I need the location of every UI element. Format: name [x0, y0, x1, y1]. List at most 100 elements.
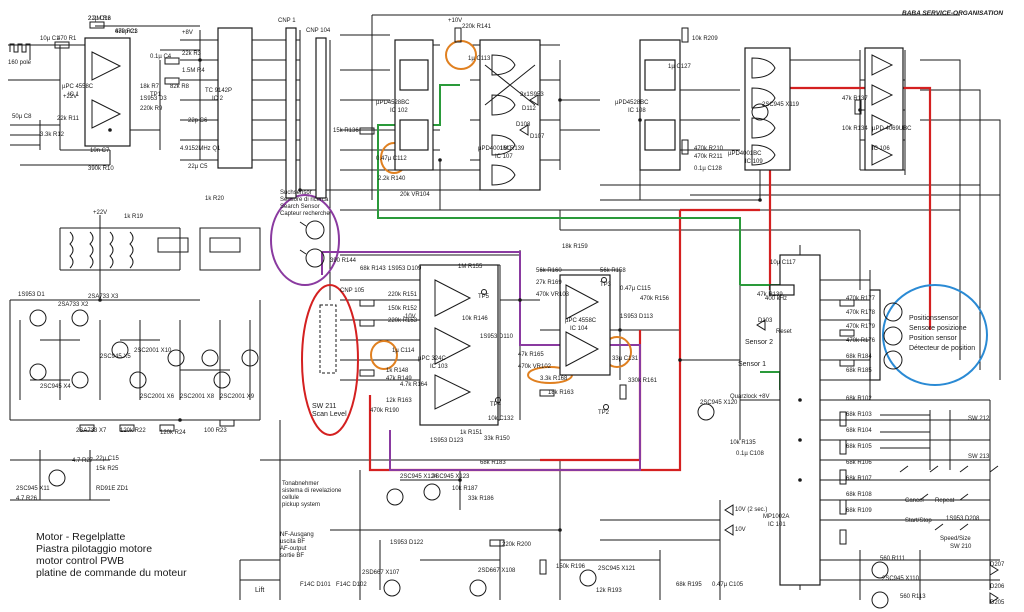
component-label: 0.1µ C128 [694, 166, 722, 172]
board-title-it: Piastra pilotaggio motore [36, 543, 152, 555]
component-label: 22µ C15 [96, 456, 119, 462]
tp5-label: TP5 [478, 294, 490, 300]
component-label: 56k R158 [600, 268, 626, 274]
component-label: 22µ C5 [188, 164, 208, 170]
transistor-symbols [29, 103, 889, 609]
pulse-generator-icon [9, 43, 31, 53]
component-label: 2.2M R2 [88, 16, 111, 22]
component-label: 1µ C127 [668, 64, 691, 70]
component-label: 2SC2001 X8 [180, 394, 215, 400]
sw210-label: SW 210 [950, 544, 972, 550]
component-label: 47k R165 [518, 352, 544, 358]
position-sensor-it: Sensore posizione [909, 325, 967, 332]
component-label: 2SC2001 X9 [220, 394, 255, 400]
ic1-type: µPC 4558C [62, 84, 94, 90]
component-label: 68k R195 [676, 582, 702, 588]
sw212-label: SW 212 [968, 416, 990, 422]
ic106-type: µPD 4069UBC [872, 126, 912, 132]
ic104-block [559, 274, 611, 376]
component-label: 470k R190 [370, 408, 400, 414]
component-label: 220k R9 [140, 106, 163, 112]
component-label: 12k R163 [386, 398, 412, 404]
component-label: 1S953 D3 [140, 96, 167, 102]
component-label: RD91E ZD1 [96, 486, 129, 492]
search-sensor-en: Search Sensor [280, 204, 320, 210]
diode-symbols [519, 94, 999, 604]
component-label: 470k VR103 [536, 292, 570, 298]
sw211-pot [319, 304, 337, 374]
cnp1-label: CNP 1 [278, 18, 296, 24]
ic103-ref: IC 103 [430, 364, 448, 370]
component-label: 2SC945 X121 [598, 566, 636, 572]
supply-p8: +8V [182, 30, 193, 36]
component-label: 68k R105 [846, 444, 872, 450]
component-label: 68k R103 [846, 412, 872, 418]
component-label: 2SC2001 X6 [140, 394, 175, 400]
ic108-ref: IC 108 [628, 108, 646, 114]
component-label: 22µ C16 [88, 16, 111, 22]
scan-level-highlight [301, 284, 359, 436]
pole160-label: 160 pole [8, 60, 32, 66]
component-label: 2SC945 X11 [16, 486, 50, 492]
board-title-en: motor control PWB [36, 555, 124, 567]
ic109-type: µPD4001BC [728, 151, 762, 157]
ic101-block [779, 254, 821, 586]
component-label: 0.47µ C112 [376, 156, 407, 162]
component-label: 10k R146 [462, 316, 488, 322]
sensor2-label: Sensor 2 [745, 339, 773, 346]
component-label: 22k R3 [182, 51, 202, 57]
nf-output-de: NF-Ausgang [280, 532, 314, 538]
search-sensor-fr: Capteur recherche [280, 211, 330, 217]
sensor1-label: Sensor 1 [738, 361, 766, 368]
resonator-label: 400 kHz [765, 296, 787, 302]
nf-output-en: AF-output [280, 546, 307, 552]
component-label: 4.9152MHz Q1 [180, 146, 221, 152]
ic104-ref: IC 104 [570, 326, 588, 332]
nf-output-fr: sortie BF [280, 553, 304, 559]
component-label: D103 [758, 318, 773, 324]
component-label: 470k R156 [640, 296, 670, 302]
component-label: 0.47µ C105 [712, 582, 744, 588]
component-label: 470k R210 [694, 146, 724, 152]
component-label: 470 R1 [57, 36, 77, 42]
tp3-label: TP3 [600, 282, 612, 288]
supply-p22: +22V [63, 94, 77, 100]
board-title-de: Motor - Regelplatte [36, 531, 125, 543]
component-label: 1k R151 [460, 430, 483, 436]
search-sensor-symbol [299, 220, 325, 268]
position-sensor-en: Position sensor [909, 335, 958, 342]
component-label: 47k R21 [115, 29, 138, 35]
ic1-ref: IC 1 [68, 92, 80, 98]
component-label: 1S953 D109 [388, 266, 422, 272]
v10-2sec-label: 10V (2 sec.) [735, 507, 767, 513]
component-label: 220k R151 [388, 292, 418, 298]
component-label: 2SD667 X107 [362, 570, 400, 576]
component-label: 1k R19 [124, 214, 144, 220]
repeat-label: Repeat [935, 498, 955, 504]
nf-output-it: uscita BF [280, 539, 305, 545]
component-label: 4.7k R164 [400, 382, 428, 388]
component-label: 0.1µ C108 [736, 451, 764, 457]
component-label: 100 R23 [204, 428, 227, 434]
ic102-type: µPD4528BC [376, 100, 410, 106]
component-label: 18k R159 [562, 244, 588, 250]
component-label: 220k R141 [462, 24, 492, 30]
component-label: 47k R137 [842, 96, 868, 102]
ic2-block [217, 27, 253, 169]
component-label: 1µ C113 [468, 56, 491, 62]
pickup-de: Tonabnehmer [282, 481, 319, 487]
component-label: 2SA733 X3 [88, 294, 119, 300]
component-label: 2SC945 X120 [700, 400, 738, 406]
component-label: 56k R160 [536, 268, 562, 274]
ic107-block [479, 39, 541, 191]
component-label: 560 R111 [880, 556, 906, 562]
component-label: 1S953 D122 [390, 540, 424, 546]
component-label: 3x1S953 [520, 92, 544, 98]
ic107-ref: IC 107 [495, 154, 513, 160]
component-label: 2.2k R140 [378, 176, 406, 182]
search-sensor-de: Suchsensor [280, 190, 312, 196]
component-label: 2SC945 X5 [100, 354, 131, 360]
component-label: 15k R136 [333, 128, 359, 134]
component-label: 2SC945 X110 [882, 576, 920, 582]
component-label: 68k R107 [846, 476, 872, 482]
